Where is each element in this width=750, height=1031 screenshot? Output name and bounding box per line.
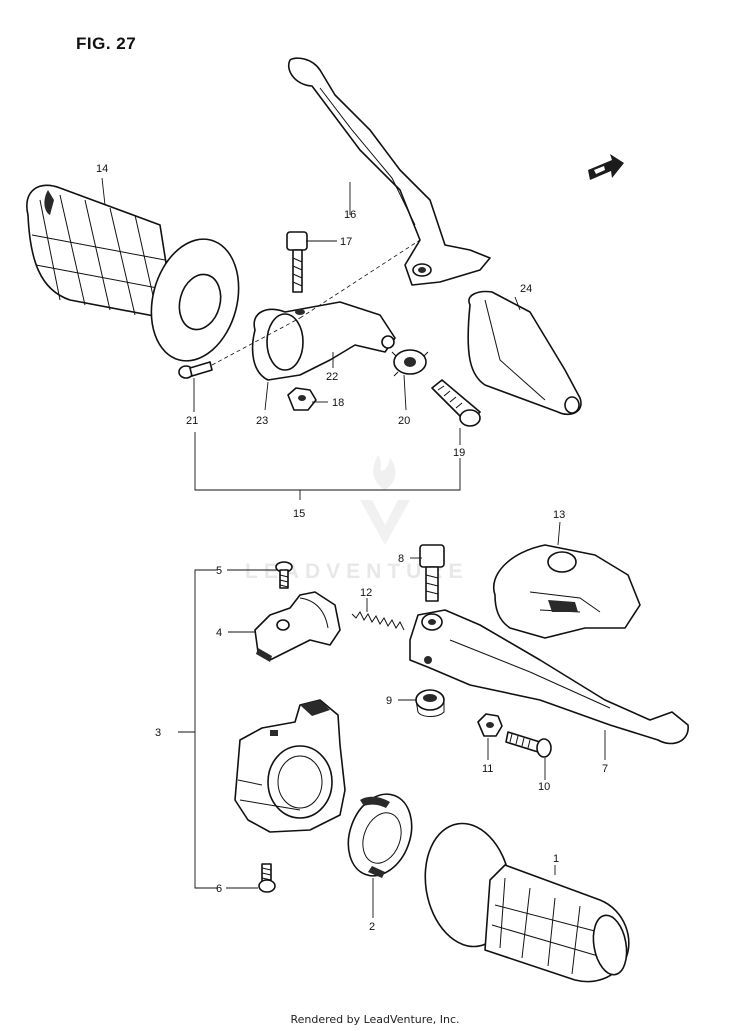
part-3-switch-housing[interactable] [234, 699, 346, 833]
callout-13: 13 [553, 509, 565, 521]
group-3-bracket [194, 569, 218, 889]
callout-19: 19 [453, 447, 465, 459]
callout-15: 15 [293, 508, 305, 520]
part-4-clamp[interactable] [254, 591, 341, 662]
watermark-logo-icon [360, 455, 410, 545]
callout-1: 1 [553, 853, 559, 865]
callout-7: 7 [602, 763, 608, 775]
part-12-spring[interactable] [351, 611, 405, 631]
callout-4: 4 [216, 627, 222, 639]
part-6-screw[interactable] [258, 863, 276, 893]
part-17-pivot-bolt[interactable] [286, 231, 308, 293]
alignment-line [299, 239, 421, 319]
part-2-throttle-pulley[interactable] [337, 785, 422, 884]
footer-credit: Rendered by LeadVenture, Inc. [290, 1013, 460, 1026]
callout-12: 12 [360, 587, 372, 599]
callout-22: 22 [326, 371, 338, 383]
callout-21: 21 [186, 415, 198, 427]
callout-3: 3 [155, 727, 161, 739]
front-arrow-icon [588, 154, 624, 180]
part-7-front-lever[interactable] [409, 609, 689, 745]
callout-17: 17 [340, 236, 352, 248]
callout-20: 20 [398, 415, 410, 427]
callout-5: 5 [216, 565, 222, 577]
callout-2: 2 [369, 921, 375, 933]
watermark: LEADVENTURE [245, 560, 469, 583]
part-16-clutch-lever[interactable] [288, 57, 491, 286]
part-1-right-grip[interactable] [416, 817, 631, 983]
part-24-lever-cover[interactable] [467, 290, 582, 416]
part-11-nut[interactable] [477, 713, 503, 737]
callout-10: 10 [538, 781, 550, 793]
callout-labels: 14 16 17 24 22 18 21 23 20 19 15 13 8 5 … [96, 163, 608, 933]
figure-title: FIG. 27 [76, 34, 137, 53]
callout-9: 9 [386, 695, 392, 707]
callout-18: 18 [332, 397, 344, 409]
part-8-pivot-bolt[interactable] [419, 544, 445, 602]
part-13-lever-cover[interactable] [492, 544, 641, 639]
callout-14: 14 [96, 163, 108, 175]
part-9-nut[interactable] [415, 689, 445, 717]
part-21-screw[interactable] [178, 361, 213, 379]
part-18-nut[interactable] [287, 387, 317, 411]
part-10-bolt[interactable] [505, 731, 552, 758]
callout-6: 6 [216, 883, 222, 895]
group-15-bracket [194, 432, 461, 491]
part-22-lever-bracket[interactable] [251, 301, 396, 381]
callout-16: 16 [344, 209, 356, 221]
callout-23: 23 [256, 415, 268, 427]
part-14-left-grip[interactable] [26, 184, 252, 370]
alignment-line [211, 317, 301, 366]
callout-24: 24 [520, 283, 532, 295]
part-19-adjuster-bolt[interactable] [431, 379, 481, 427]
callout-8: 8 [398, 553, 404, 565]
callout-11: 11 [482, 763, 493, 775]
part-5-screw[interactable] [275, 561, 293, 589]
part-20-adjuster-nut[interactable] [391, 349, 429, 377]
leader-lines [101, 177, 606, 918]
